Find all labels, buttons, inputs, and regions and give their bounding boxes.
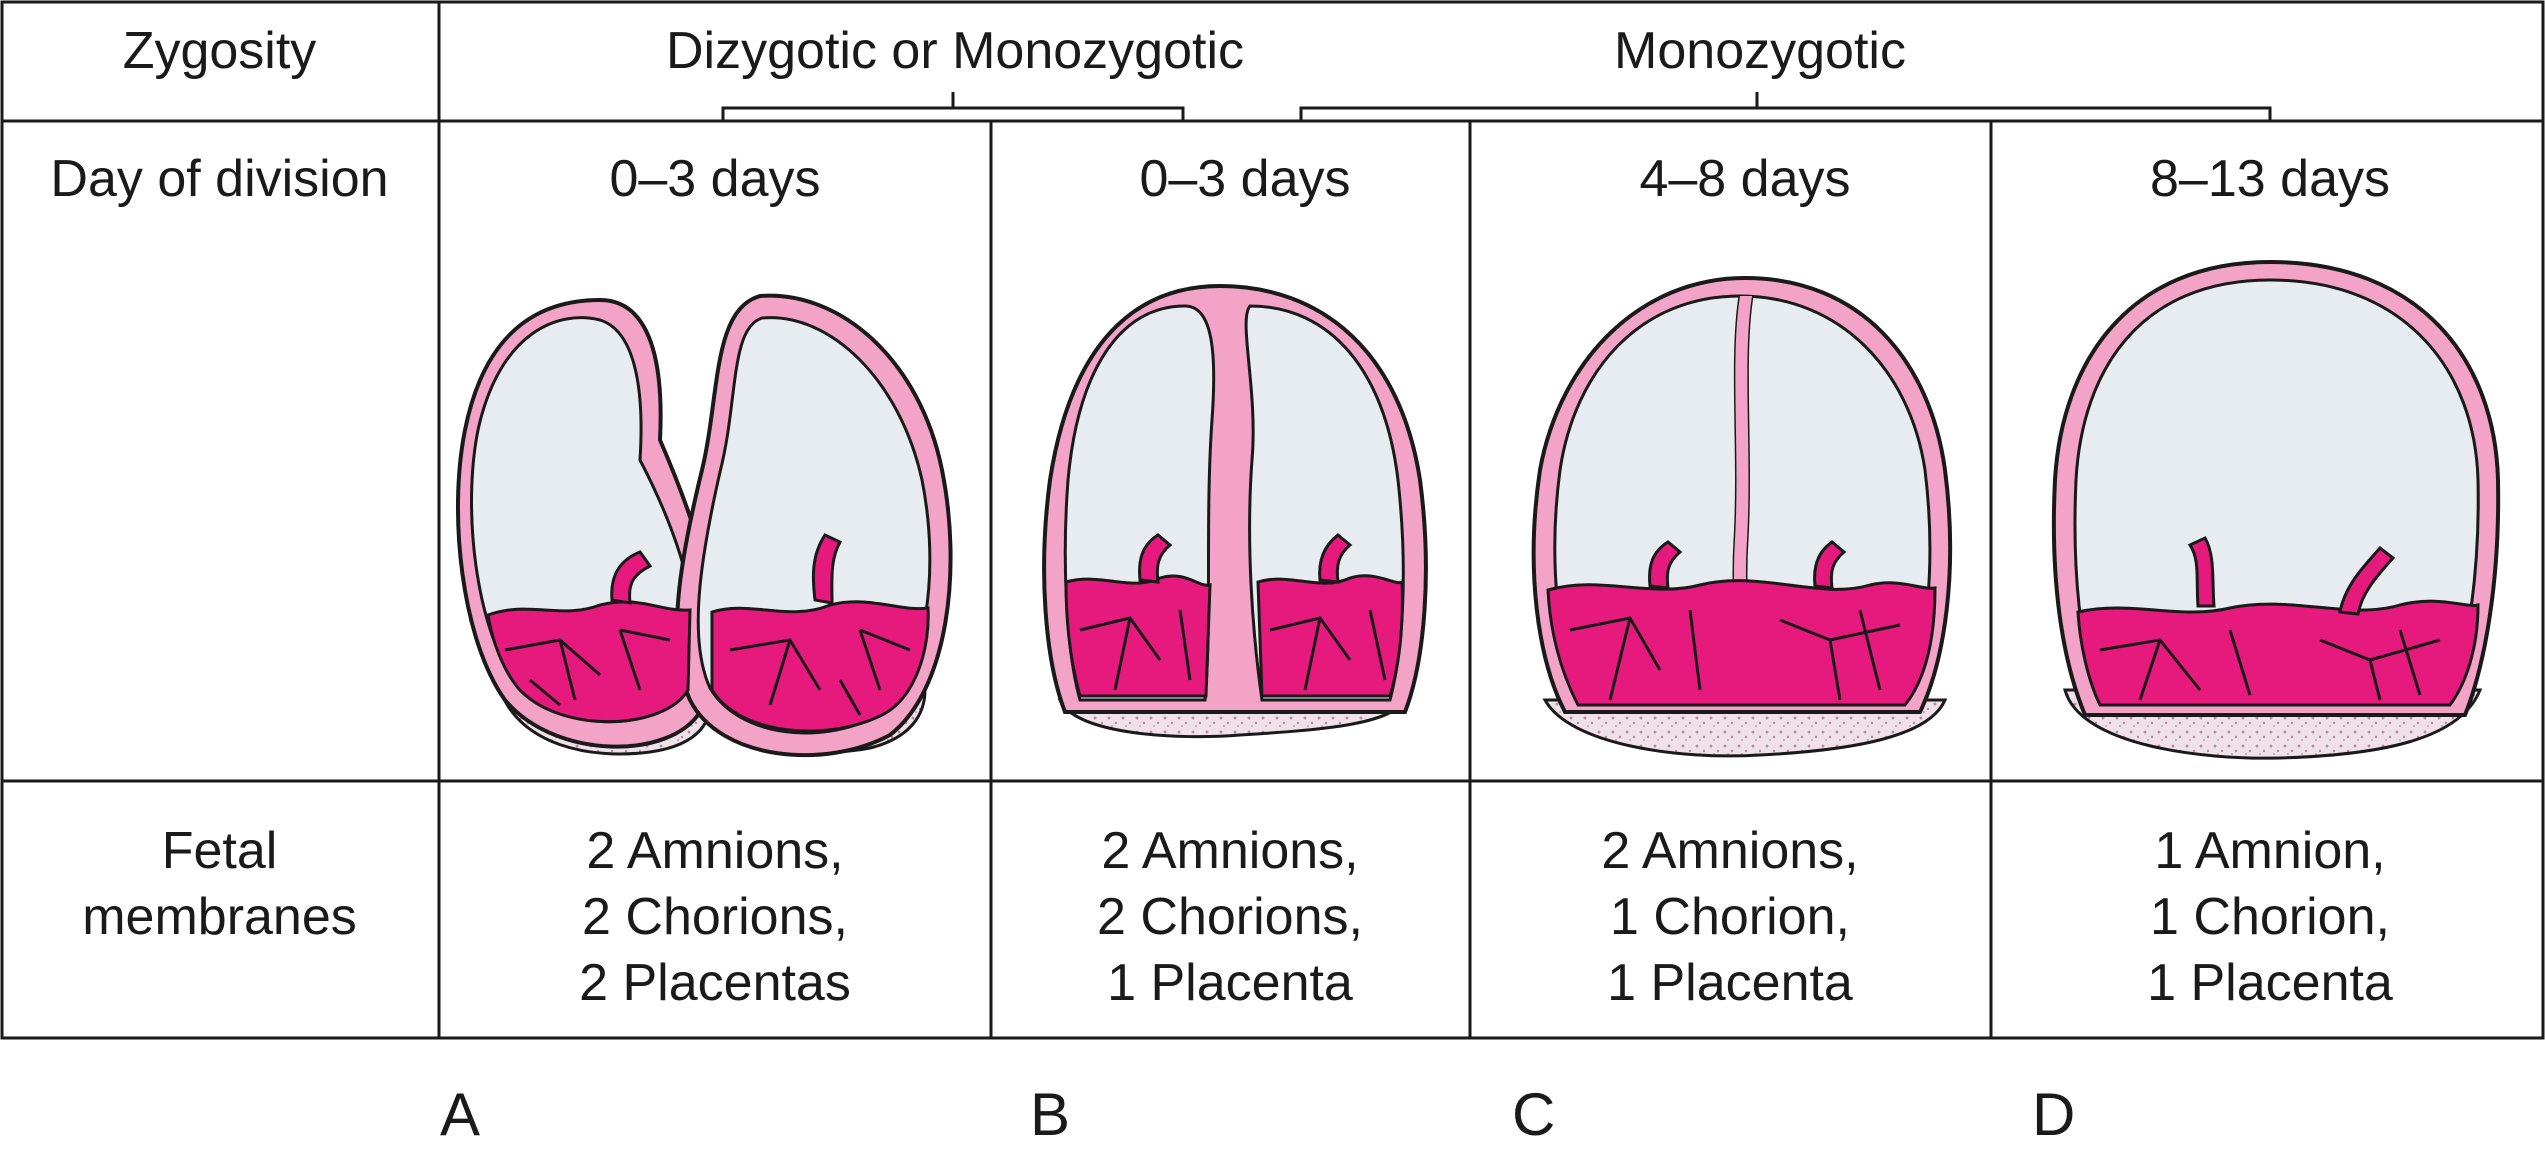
membranes-a-line-1: 2 Amnions, [586, 822, 844, 880]
table-border [0, 0, 2545, 1040]
membranes-b-line-1: 2 Amnions, [1101, 822, 1359, 880]
illustration-d [2051, 259, 2501, 760]
day-of-division-b: 0–3 days [1139, 150, 1351, 208]
fetal-membranes-label-line-1: Fetal [161, 822, 278, 880]
membranes-c-line-1: 2 Amnions, [1601, 822, 1859, 880]
membranes-c-line-3: 1 Placenta [1607, 954, 1853, 1012]
panel-letter-a: A [440, 1081, 481, 1148]
fetal-membranes-label-line-2: membranes [82, 888, 357, 946]
bracket-monozygotic [1299, 106, 2272, 121]
membranes-a-line-3: 2 Placentas [579, 954, 851, 1012]
illustration-c [1531, 275, 1953, 758]
group-label-dizygotic-or-monozygotic: Dizygotic or Monozygotic [666, 22, 1244, 80]
membranes-b-line-3: 1 Placenta [1107, 954, 1353, 1012]
zygosity-row-label: Zygosity [122, 22, 317, 80]
group-brackets [721, 92, 2272, 121]
panel-letter-d: D [2032, 1081, 2076, 1148]
panel-letter-c: C [1512, 1081, 1556, 1148]
panel-letter-b: B [1030, 1081, 1071, 1148]
membranes-d-line-2: 1 Chorion, [2150, 888, 2390, 946]
illustration-b [1042, 283, 1428, 739]
membranes-c-line-2: 1 Chorion, [1610, 888, 1850, 946]
day-of-division-c: 4–8 days [1639, 150, 1851, 208]
group-label-monozygotic: Monozygotic [1614, 22, 1906, 80]
table-grid [0, 0, 2545, 1040]
day-of-division-d: 8–13 days [2150, 150, 2390, 208]
day-of-division-label: Day of division [50, 150, 389, 208]
membranes-b-line-2: 2 Chorions, [1097, 888, 1363, 946]
membranes-a-line-2: 2 Chorions, [582, 888, 848, 946]
illustration-a [455, 293, 953, 758]
membranes-d-line-1: 1 Amnion, [2154, 822, 2386, 880]
day-of-division-a: 0–3 days [609, 150, 821, 208]
membranes-d-line-3: 1 Placenta [2147, 954, 2393, 1012]
bracket-dizygotic-or-monozygotic [721, 106, 1185, 121]
